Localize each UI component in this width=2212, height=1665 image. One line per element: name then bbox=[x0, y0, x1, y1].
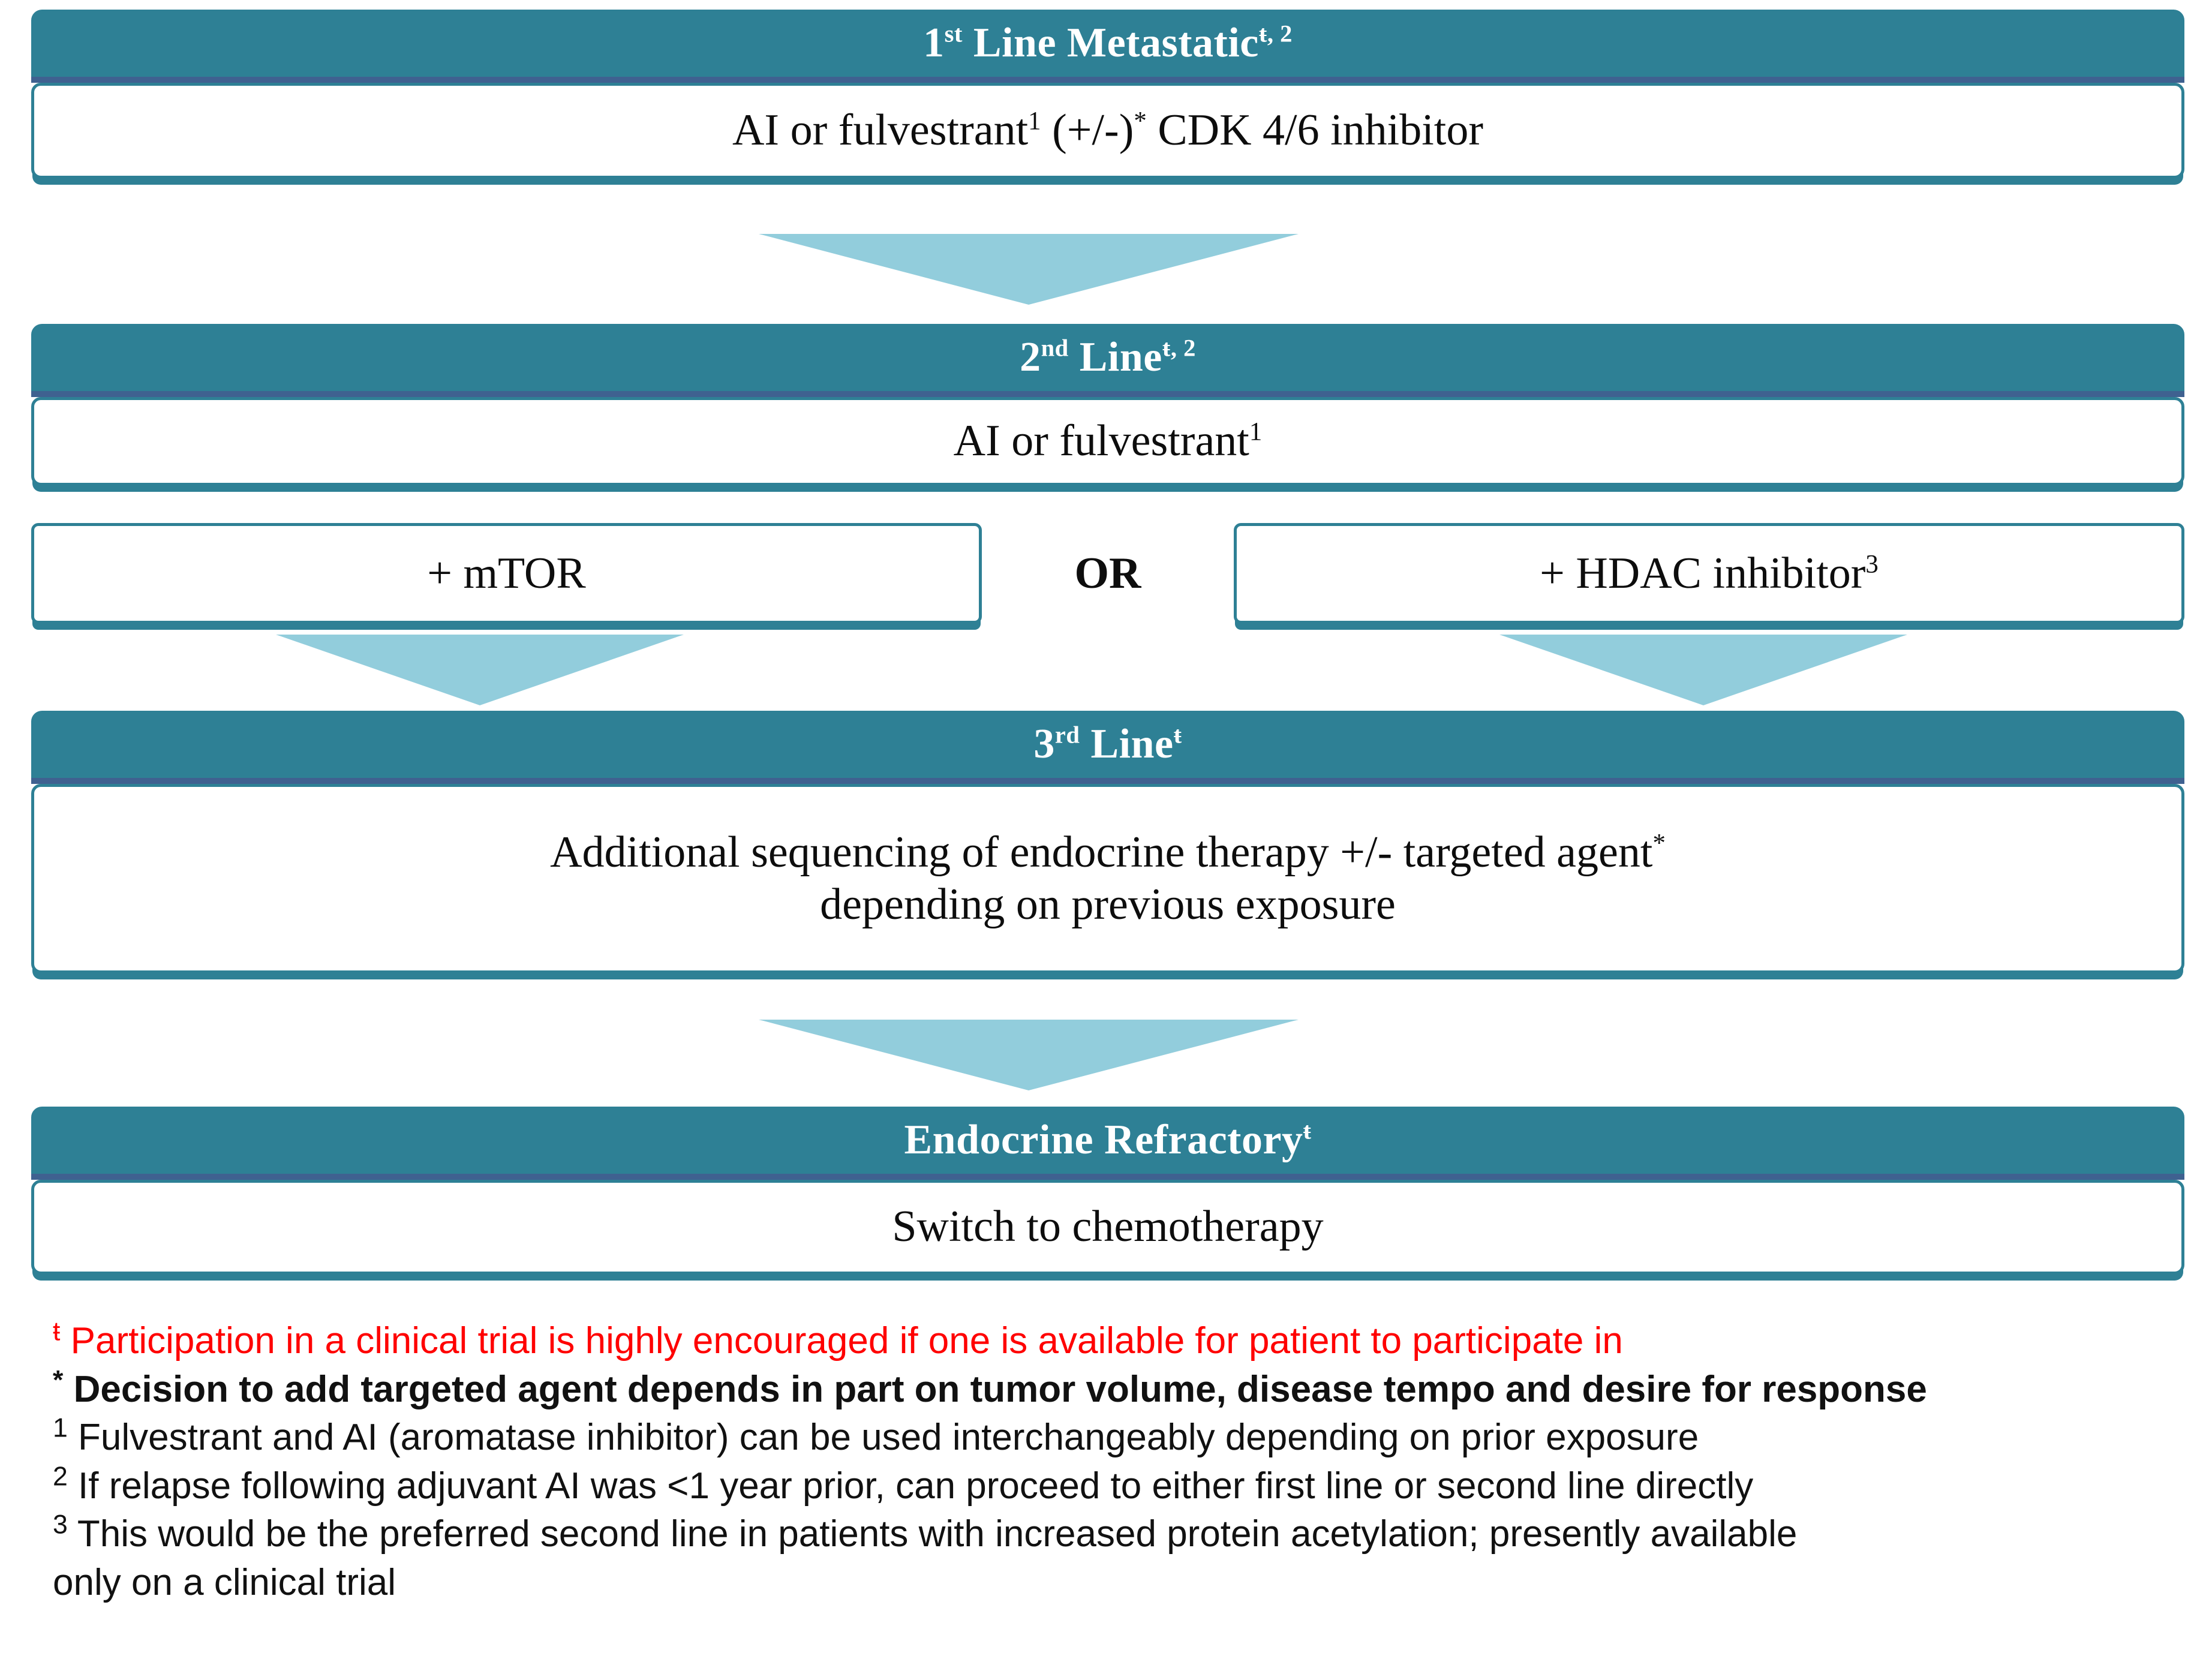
stage-header-label-first-line: 1st Line Metastaticŧ, 2 bbox=[923, 20, 1293, 66]
stage-body-label-third-line: Additional sequencing of endocrine thera… bbox=[550, 827, 1666, 929]
stage-body-label-first-line: AI or fulvestrant1 (+/-)* CDK 4/6 inhibi… bbox=[732, 106, 1483, 155]
option-box-mtor[interactable]: + mTOR bbox=[31, 523, 982, 624]
stage-header-second-line: 2nd Lineŧ, 2 bbox=[31, 324, 2184, 391]
stage-body-endocrine-refractory: Switch to chemotherapy bbox=[31, 1180, 2184, 1275]
stage-body-third-line: Additional sequencing of endocrine thera… bbox=[31, 784, 2184, 973]
stage-body-label-endocrine-refractory: Switch to chemotherapy bbox=[892, 1202, 1324, 1252]
stage-third-line: 3rd Lineŧ Additional sequencing of endoc… bbox=[31, 711, 2184, 973]
chevron-arrow-mtor-to-third bbox=[276, 635, 684, 705]
stage-header-label-third-line: 3rd Lineŧ bbox=[1033, 721, 1182, 767]
stage-header-label-endocrine-refractory: Endocrine Refractoryŧ bbox=[904, 1117, 1312, 1163]
stage-header-first-line: 1st Line Metastaticŧ, 2 bbox=[31, 10, 2184, 77]
stage-second-line: 2nd Lineŧ, 2 AI or fulvestrant1 bbox=[31, 324, 2184, 486]
footnote-3: 3 This would be the preferred second lin… bbox=[53, 1510, 1798, 1603]
option-label-hdac: + HDAC inhibitor3 bbox=[1540, 548, 1879, 598]
stage-header-endocrine-refractory: Endocrine Refractoryŧ bbox=[31, 1107, 2184, 1174]
footnote-dagger: ŧ Participation in a clinical trial is h… bbox=[53, 1317, 1623, 1362]
stage-header-label-second-line: 2nd Lineŧ, 2 bbox=[1020, 334, 1196, 380]
footnote-asterisk: * Decision to add targeted agent depends… bbox=[53, 1365, 1927, 1410]
footnote-2: 2 If relapse following adjuvant AI was <… bbox=[53, 1462, 1754, 1507]
stage-endocrine-refractory: Endocrine Refractoryŧ Switch to chemothe… bbox=[31, 1107, 2184, 1275]
option-box-hdac[interactable]: + HDAC inhibitor3 bbox=[1234, 523, 2184, 624]
footnotes-block: ŧ Participation in a clinical trial is h… bbox=[53, 1317, 2188, 1607]
stage-header-third-line: 3rd Lineŧ bbox=[31, 711, 2184, 778]
stage-first-line: 1st Line Metastaticŧ, 2 AI or fulvestran… bbox=[31, 10, 2184, 179]
stage-body-second-line: AI or fulvestrant1 bbox=[31, 397, 2184, 486]
second-line-options-row: + mTOR OR + HDAC inhibitor3 bbox=[31, 523, 2184, 624]
chevron-arrow-third-to-refractory bbox=[759, 1020, 1299, 1090]
option-connector-or: OR bbox=[1074, 548, 1141, 598]
option-label-mtor: + mTOR bbox=[427, 548, 586, 598]
chevron-arrow-hdac-to-third bbox=[1499, 635, 1907, 705]
stage-body-label-second-line: AI or fulvestrant1 bbox=[953, 416, 1263, 466]
footnote-1: 1 Fulvestrant and AI (aromatase inhibito… bbox=[53, 1413, 1699, 1459]
stage-body-first-line: AI or fulvestrant1 (+/-)* CDK 4/6 inhibi… bbox=[31, 83, 2184, 179]
chevron-arrow-first-to-second bbox=[759, 234, 1299, 305]
